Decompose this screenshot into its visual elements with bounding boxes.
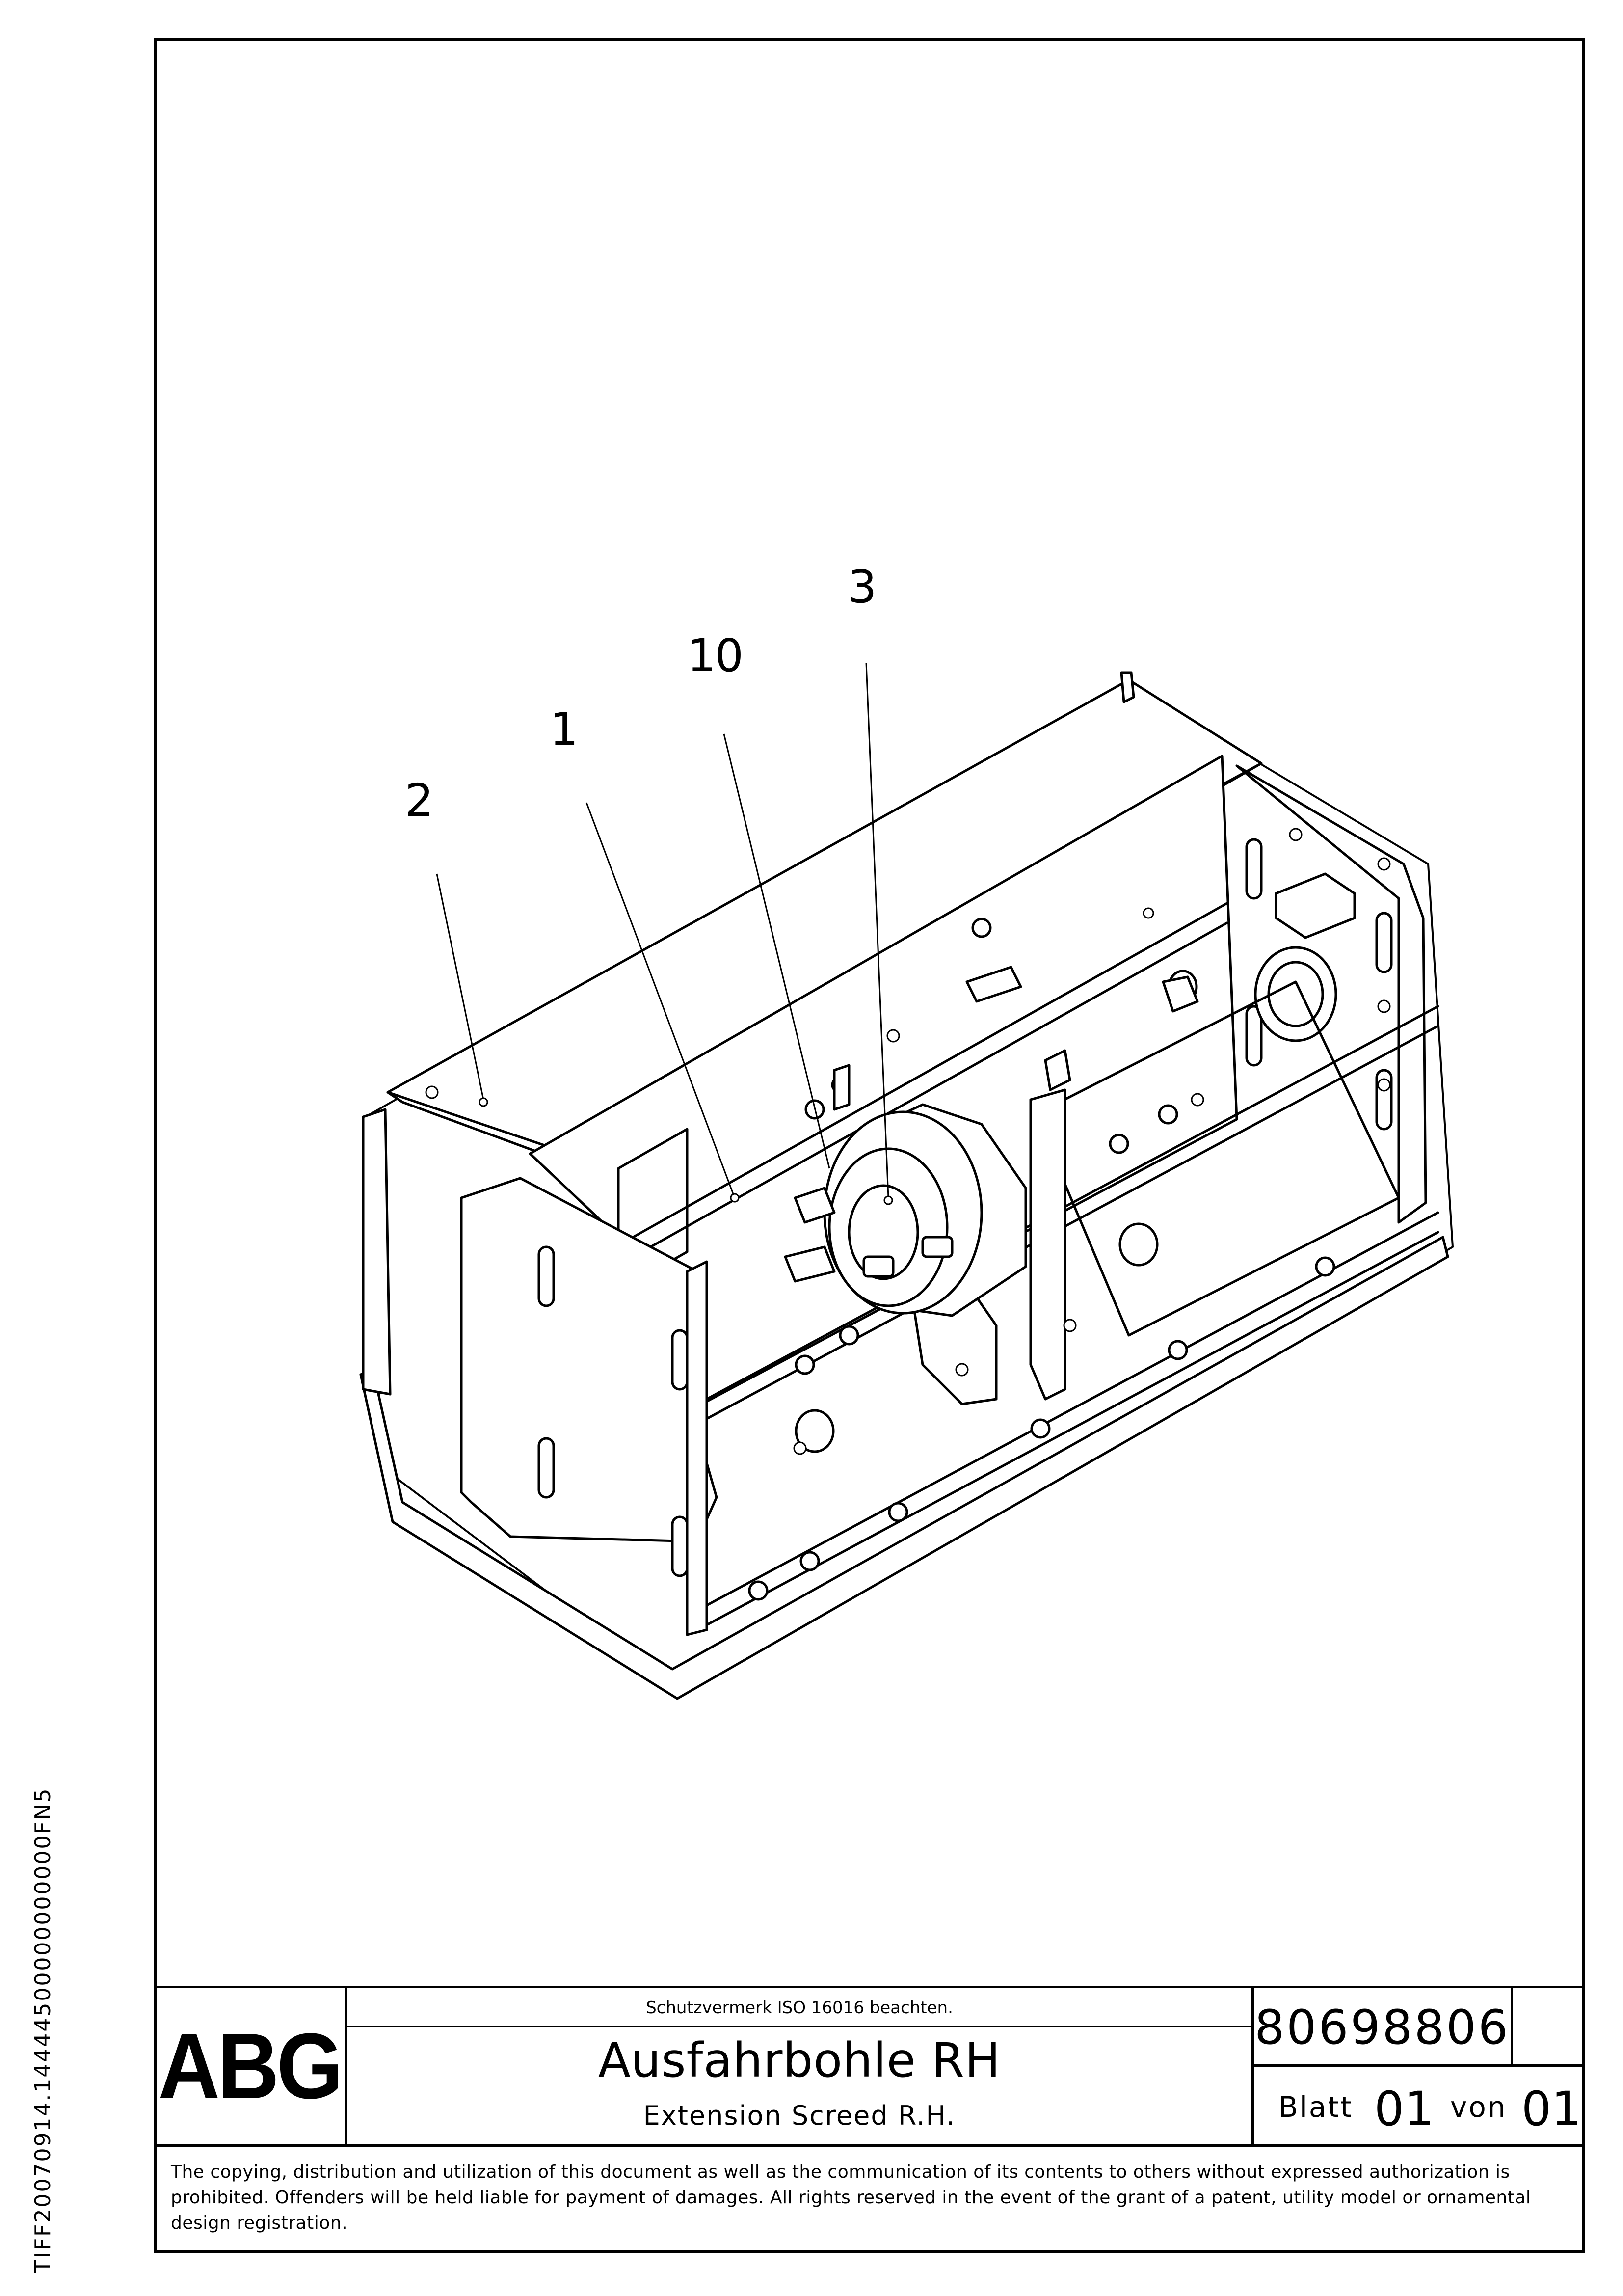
bottom-tray	[359, 1236, 1449, 1700]
sheet-number: 01	[1374, 2081, 1435, 2136]
logo-cell: ABG	[154, 1988, 347, 2144]
protection-notice: Schutzvermerk ISO 16016 beachten.	[347, 1988, 1251, 2027]
sheet-info: Blatt 01 von 01	[1251, 2067, 1582, 2144]
sheet-total: 01	[1521, 2081, 1582, 2136]
company-logo: ABG	[158, 2014, 343, 2118]
callout-item-3: 3	[848, 561, 877, 613]
right-end-plate	[1235, 764, 1427, 1224]
callout-item-2: 2	[405, 774, 434, 827]
callout-item-10: 10	[687, 629, 744, 682]
archive-code: TIFF20070914.14444500000000000FN5	[30, 1787, 55, 2273]
document-number: 80698806	[1251, 1988, 1513, 2067]
of-label: von	[1450, 2090, 1507, 2124]
left-wall	[362, 1108, 392, 1396]
title-english: Extension Screed R.H.	[643, 2100, 956, 2131]
copyright-notice: The copying, distribution and utilizatio…	[154, 2144, 1585, 2253]
sheet-label: Blatt	[1278, 2090, 1353, 2124]
title-german: Ausfahrbohle RH	[598, 2033, 1001, 2088]
revision-cell	[1513, 1988, 1582, 2067]
callout-item-1: 1	[550, 703, 579, 756]
drawing-frame	[154, 38, 1585, 2253]
title-block: ABG Schutzvermerk ISO 16016 beachten. Au…	[154, 1986, 1585, 2144]
